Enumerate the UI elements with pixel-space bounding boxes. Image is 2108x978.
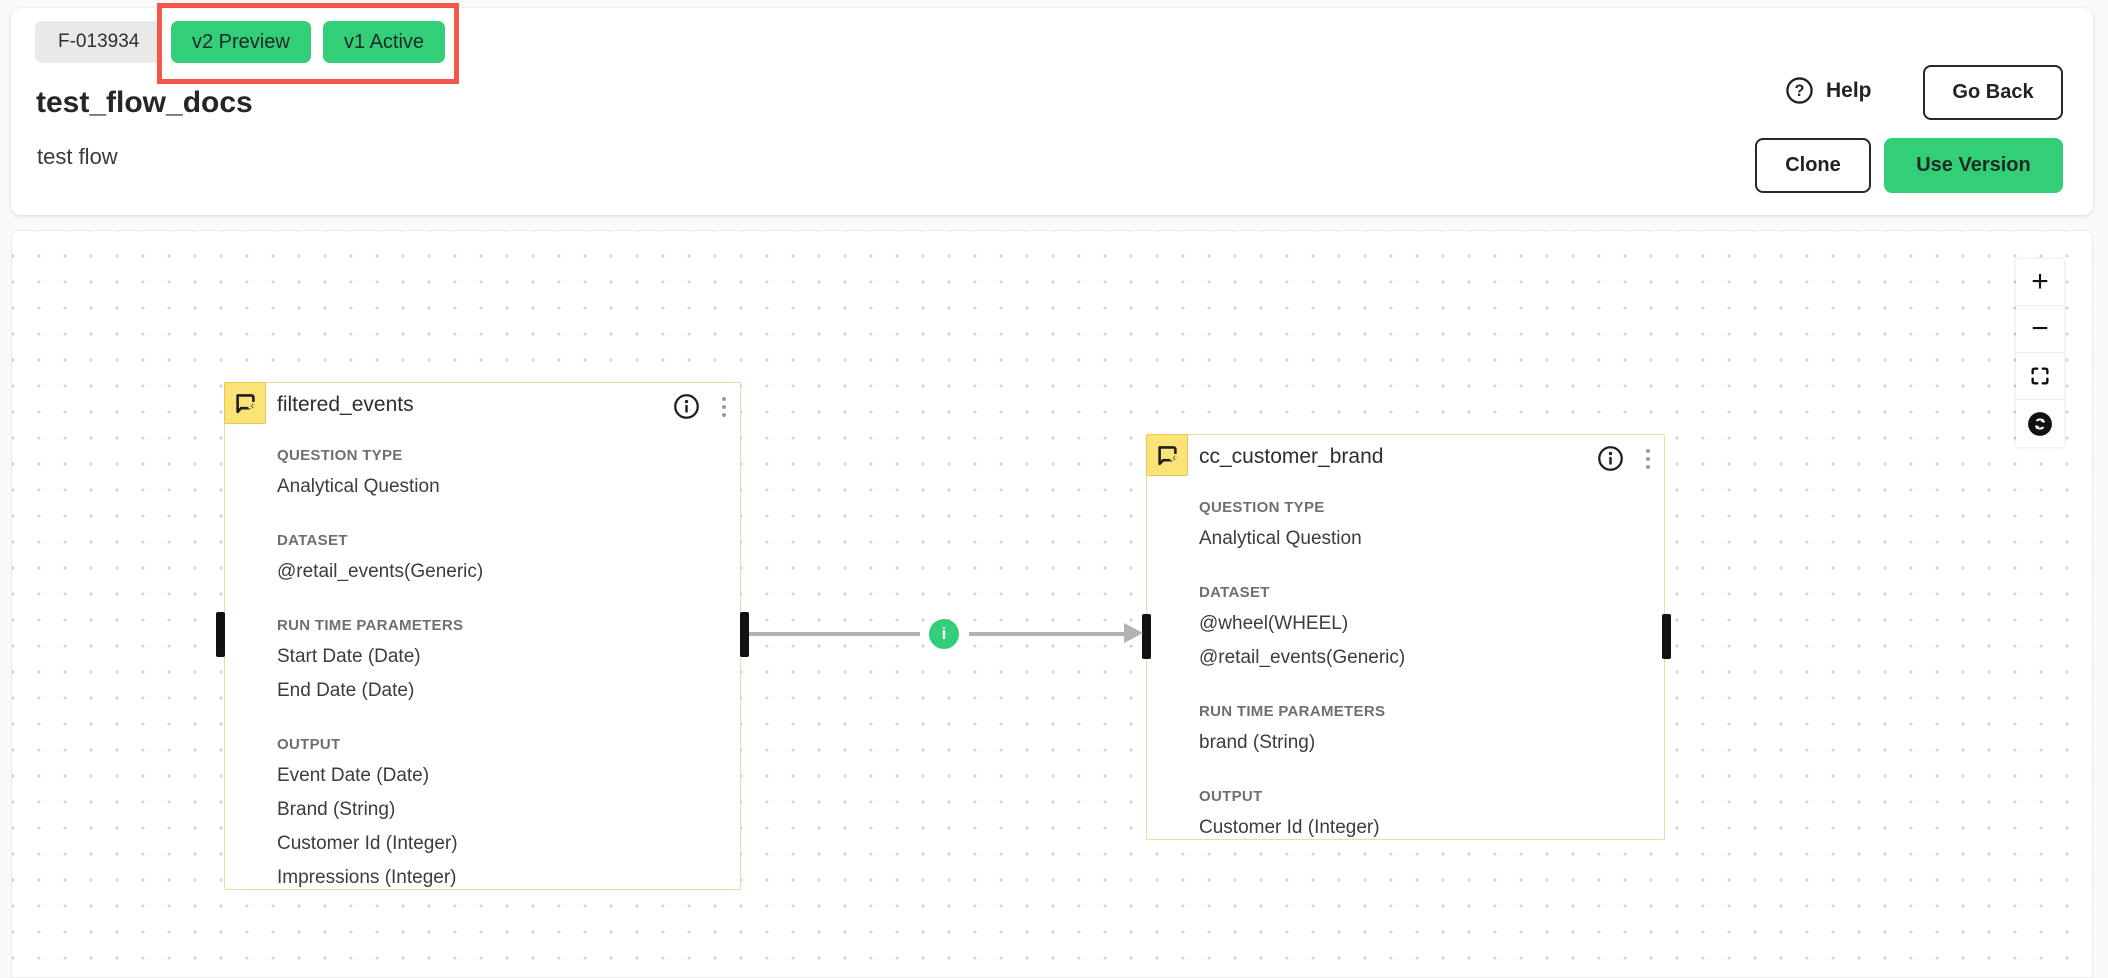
fit-view-icon [2031, 367, 2049, 385]
go-back-button[interactable]: Go Back [1923, 65, 2063, 120]
edge-line[interactable] [749, 632, 920, 636]
node-menu-kebab-icon[interactable] [1645, 449, 1651, 469]
section-value: Customer Id (Integer) [277, 833, 458, 854]
section-value: @retail_events(Generic) [1199, 647, 1406, 668]
flow-canvas[interactable]: filtered_events QUESTION TYPE Analytical… [11, 230, 2093, 978]
canvas-controls: + − [2016, 259, 2064, 447]
handle-source-cc-customer-brand[interactable] [1662, 614, 1671, 659]
section-run-time-parameters: RUN TIME PARAMETERS Start Date (Date) En… [277, 617, 724, 708]
reset-view-button[interactable] [2016, 400, 2064, 447]
fit-view-button[interactable] [2016, 353, 2064, 400]
clone-button[interactable]: Clone [1755, 138, 1871, 193]
page-title: test_flow_docs [36, 86, 253, 119]
section-label: QUESTION TYPE [277, 447, 403, 464]
question-node-icon [1146, 434, 1188, 476]
version-badge-v1-active[interactable]: v1 Active [323, 21, 446, 63]
edge-line[interactable] [969, 632, 1127, 636]
section-value: End Date (Date) [277, 680, 415, 701]
section-label: QUESTION TYPE [1199, 499, 1325, 516]
help-icon: ? [1785, 76, 1814, 105]
handle-source-filtered-events[interactable] [740, 612, 749, 657]
section-label: DATASET [1199, 584, 1270, 601]
help-button[interactable]: ? Help [1785, 76, 1872, 105]
node-filtered-events[interactable]: filtered_events QUESTION TYPE Analytical… [224, 382, 741, 890]
section-value: Start Date (Date) [277, 646, 421, 667]
section-output: OUTPUT Event Date (Date) Brand (String) … [277, 736, 724, 895]
help-label: Help [1826, 78, 1872, 102]
section-label: OUTPUT [277, 736, 341, 753]
section-value: @wheel(WHEEL) [1199, 613, 1349, 634]
use-version-button[interactable]: Use Version [1884, 138, 2063, 193]
node-body: QUESTION TYPE Analytical Question DATASE… [1199, 499, 1648, 873]
node-info-icon[interactable] [673, 393, 700, 420]
zoom-in-button[interactable]: + [2016, 259, 2064, 306]
section-value: brand (String) [1199, 732, 1316, 753]
version-badge-v2-preview[interactable]: v2 Preview [171, 21, 311, 63]
section-dataset: DATASET @retail_events(Generic) [277, 532, 724, 589]
header-panel: F-013934 v2 Preview v1 Active test_flow_… [11, 3, 2093, 215]
section-run-time-parameters: RUN TIME PARAMETERS brand (String) [1199, 703, 1648, 760]
edge-arrowhead-icon [1124, 623, 1143, 643]
section-label: DATASET [277, 532, 348, 549]
section-label: OUTPUT [1199, 788, 1263, 805]
reset-view-icon [2028, 411, 2052, 436]
section-value: Brand (String) [277, 799, 396, 820]
node-title: filtered_events [277, 393, 414, 416]
section-value: Customer Id (Integer) [1199, 817, 1380, 838]
node-title: cc_customer_brand [1199, 445, 1384, 468]
section-question-type: QUESTION TYPE Analytical Question [277, 447, 724, 504]
page-subtitle: test flow [37, 144, 118, 169]
zoom-out-button[interactable]: − [2016, 306, 2064, 353]
node-body: QUESTION TYPE Analytical Question DATASE… [277, 447, 724, 923]
section-label: RUN TIME PARAMETERS [1199, 703, 1386, 720]
section-value: Analytical Question [1199, 528, 1362, 549]
section-value: Impressions (Integer) [277, 867, 457, 888]
handle-target-cc-customer-brand[interactable] [1142, 614, 1151, 659]
node-info-icon[interactable] [1597, 445, 1624, 472]
flow-id-badge: F-013934 [35, 21, 163, 63]
section-label: RUN TIME PARAMETERS [277, 617, 464, 634]
section-value: Event Date (Date) [277, 765, 430, 786]
question-node-icon [224, 382, 266, 424]
handle-target-filtered-events[interactable] [216, 612, 225, 657]
edge-info-badge[interactable]: i [929, 619, 959, 649]
section-value: @retail_events(Generic) [277, 561, 484, 582]
section-value: Analytical Question [277, 476, 440, 497]
node-cc-customer-brand[interactable]: cc_customer_brand QUESTION TYPE Analytic… [1146, 434, 1665, 840]
svg-text:?: ? [1795, 82, 1805, 100]
section-dataset: DATASET @wheel(WHEEL) @retail_events(Gen… [1199, 584, 1648, 675]
section-question-type: QUESTION TYPE Analytical Question [1199, 499, 1648, 556]
node-menu-kebab-icon[interactable] [721, 397, 727, 417]
section-output: OUTPUT Customer Id (Integer) [1199, 788, 1648, 845]
